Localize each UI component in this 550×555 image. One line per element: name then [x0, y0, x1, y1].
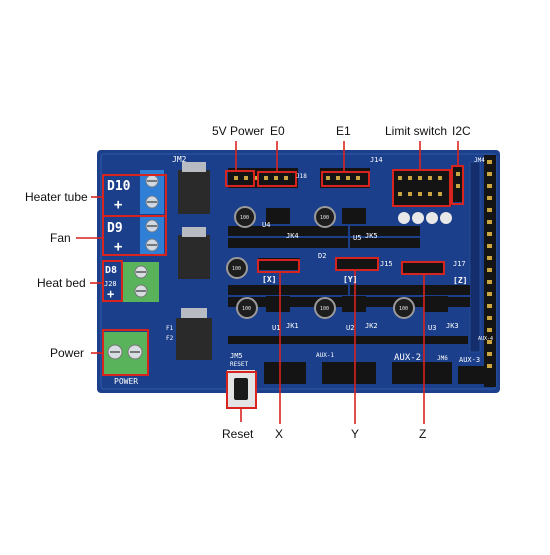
silk-j15: J15	[380, 260, 393, 268]
cap-label-4: 100	[242, 306, 251, 312]
fan-terminal	[140, 216, 164, 256]
capacitor-values: 100 100 100 100 100 100	[232, 215, 408, 312]
silk-d2: D2	[318, 252, 326, 260]
label-heat-bed: Heat bed	[37, 276, 86, 290]
cap-label-2: 100	[320, 215, 329, 221]
silk-reset: RESET	[230, 361, 248, 368]
silk-jm2: JM2	[172, 155, 187, 164]
silk-z: [Z]	[453, 276, 467, 285]
silk-aux1: AUX-1	[316, 352, 334, 359]
cap-label-1: 100	[240, 215, 249, 221]
label-power: Power	[50, 346, 85, 360]
leader-lines	[76, 141, 459, 424]
silk-x: [X]	[262, 275, 276, 284]
silk-d9: D9	[107, 221, 123, 236]
heater-terminal	[140, 170, 164, 214]
silk-u1: U1	[272, 324, 280, 332]
silkscreen: D10 + D9 + D8 J28 + JM2 J14 JM4 J18 J17 …	[104, 155, 493, 386]
silk-jk2: JK2	[365, 322, 378, 330]
cap-label-3: 100	[232, 266, 241, 272]
mosfets	[176, 162, 212, 360]
capacitors	[226, 206, 452, 319]
silk-u5: U5	[353, 234, 361, 242]
label-limit-switch: Limit switch	[385, 124, 448, 138]
aux-headers	[264, 362, 484, 384]
silk-d10-plus: +	[114, 197, 122, 213]
silk-f2: F2	[166, 335, 174, 342]
label-y: Y	[351, 427, 360, 441]
cap-label-6: 100	[399, 306, 408, 312]
label-z: Z	[419, 427, 427, 441]
power-terminal	[103, 332, 147, 374]
silk-j28: J28	[104, 280, 117, 288]
silk-u4: U4	[262, 221, 270, 229]
silk-jm6: JM6	[437, 355, 448, 362]
silk-d9-plus: +	[114, 239, 122, 255]
silk-jk1: JK1	[286, 322, 299, 330]
label-fan: Fan	[50, 231, 71, 245]
silk-aux3: AUX-3	[459, 356, 480, 364]
label-5v-power: 5V Power	[212, 124, 265, 138]
silk-j14: J14	[370, 156, 383, 164]
reset-button	[227, 370, 255, 408]
top-header-pins	[234, 172, 460, 196]
cap-label-5: 100	[320, 306, 329, 312]
silk-u2: U2	[346, 324, 354, 332]
silk-d8: D8	[105, 265, 117, 276]
jumper-blocks	[266, 208, 448, 312]
silk-f1: F1	[166, 325, 174, 332]
silk-aux2: AUX-2	[394, 353, 421, 363]
silk-power: POWER	[114, 377, 138, 386]
silk-jm4: JM4	[474, 157, 485, 164]
silk-d8-plus: +	[107, 287, 114, 301]
silk-j18: J18	[296, 173, 307, 180]
silk-y: [Y]	[343, 275, 357, 284]
silk-aux4: AUX-4	[478, 336, 493, 342]
label-x: X	[275, 427, 284, 441]
silk-j17: J17	[453, 260, 466, 268]
label-e1: E1	[336, 124, 351, 138]
right-pin-header	[469, 155, 496, 387]
label-e0: E0	[270, 124, 285, 138]
silk-d10: D10	[107, 179, 131, 194]
silk-jm5: JM5	[230, 352, 243, 360]
silk-jk4: JK4	[286, 232, 299, 240]
silk-jk5: JK5	[365, 232, 378, 240]
silk-u3: U3	[428, 324, 436, 332]
silk-jk3: JK3	[446, 322, 459, 330]
heatbed-terminal	[123, 262, 159, 302]
label-i2c: I2C	[452, 124, 471, 138]
label-heater-tube: Heater tube	[25, 190, 88, 204]
label-reset: Reset	[222, 427, 254, 441]
